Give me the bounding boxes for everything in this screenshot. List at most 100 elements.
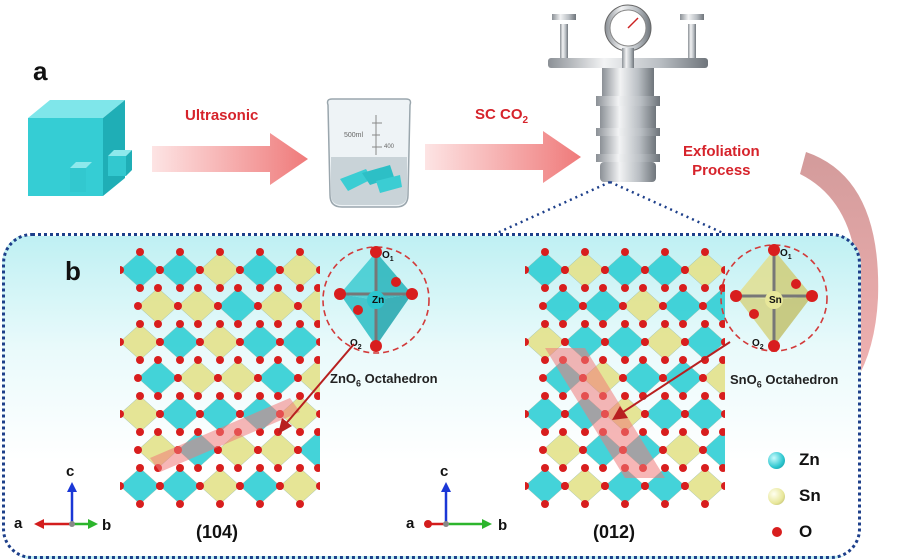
oxygen-atom [525, 482, 529, 490]
oxygen-atom [621, 248, 629, 256]
oxygen-atom [561, 266, 569, 274]
oxygen-atom [136, 500, 144, 508]
oxygen-atom [176, 392, 184, 400]
oxygen-atom [581, 500, 589, 508]
oxygen-atom [296, 248, 304, 256]
oxygen-atom [154, 428, 162, 436]
oxygen-atom [541, 320, 549, 328]
oxygen-atom [721, 482, 725, 490]
sno6-pointer-arrow [612, 341, 731, 420]
sno6-octahedron-inset: Sn O1 O2 [720, 244, 828, 352]
legend-item-sn: Sn [768, 478, 821, 514]
plane-104-label: (104) [196, 522, 239, 542]
reactor-vessel-icon [548, 4, 708, 182]
oxygen-atom [256, 284, 264, 292]
oxygen-atom [316, 410, 320, 418]
oxygen-atom [661, 284, 669, 292]
oxygen-atom [234, 392, 242, 400]
oxygen-atom [579, 446, 587, 454]
exfoliation-label: Exfoliation Process [683, 142, 760, 180]
oxygen-atom [661, 464, 669, 472]
oxygen-atom [216, 320, 224, 328]
oxygen-atom [639, 320, 647, 328]
oxygen-atom [701, 500, 709, 508]
oxygen-atom [156, 338, 164, 346]
sn-sphere-icon [768, 487, 785, 505]
legend-item-zn: Zn [768, 442, 821, 478]
oxygen-atom [294, 446, 302, 454]
oxygen-atom [641, 410, 649, 418]
oxygen-atom [701, 320, 709, 328]
oxygen-atom [254, 446, 262, 454]
sn-o2-label: O2 [752, 338, 764, 351]
zno6-pointer-arrow [278, 343, 355, 434]
ultrasonic-label: Ultrasonic [185, 107, 259, 124]
octahedron-tile [217, 287, 259, 325]
axis-c-label-2: c [440, 463, 448, 480]
oxygen-atom [316, 338, 320, 346]
oxygen-atom [539, 374, 547, 382]
o-sphere-icon [772, 527, 782, 537]
octahedron-tile [662, 287, 704, 325]
oxygen-atom [274, 392, 282, 400]
exfoliation-plane [545, 348, 665, 478]
oxygen-atom [236, 338, 244, 346]
oxygen-atom [120, 338, 124, 346]
oxygen-atom [274, 464, 282, 472]
axis-c-label: c [66, 463, 74, 480]
zn-center-label: Zn [372, 295, 384, 306]
ultrasonic-arrow [152, 133, 308, 185]
oxygen-atom [541, 248, 549, 256]
sc-co2-arrow [425, 131, 581, 183]
oxygen-atom [699, 446, 707, 454]
oxygen-atom [196, 266, 204, 274]
oxygen-atom [296, 392, 304, 400]
sno6-caption-text: SnO [730, 372, 757, 387]
oxygen-atom [721, 338, 725, 346]
oxygen-atom [216, 356, 224, 364]
oxygen-atom [659, 374, 667, 382]
oxygen-atom [661, 356, 669, 364]
plane-012-label: (012) [593, 522, 636, 542]
oxygen-atom [525, 338, 529, 346]
oxygen-atom [661, 320, 669, 328]
oxygen-atom [679, 464, 687, 472]
panel-b-label: b [65, 256, 81, 286]
octahedron-tile [257, 287, 299, 325]
octahedron-tile [564, 251, 606, 289]
axis-a-label: a [14, 515, 23, 532]
oxygen-atom [621, 392, 629, 400]
oxygen-atom [699, 302, 707, 310]
oxygen-atom [599, 284, 607, 292]
oxygen-atom [621, 284, 629, 292]
oxygen-atom [156, 410, 164, 418]
oxygen-atom [619, 302, 627, 310]
oxygen-atom [681, 266, 689, 274]
oxygen-atom [154, 392, 162, 400]
oxygen-atom [541, 356, 549, 364]
oxygen-atom [539, 446, 547, 454]
sno6-caption-sub: 6 [756, 379, 762, 390]
oxygen-atom [136, 464, 144, 472]
oxygen-atom [601, 482, 609, 490]
oxygen-atom [216, 500, 224, 508]
oxygen-atom [120, 482, 124, 490]
axis-b-label: b [102, 517, 111, 534]
legend-item-o: O [768, 514, 821, 550]
oxygen-atom [559, 392, 567, 400]
octahedron-tile [525, 251, 566, 289]
oxygen-atom [701, 464, 709, 472]
octahedron-tile [542, 431, 584, 469]
oxygen-atom [701, 392, 709, 400]
sno6-caption-post: Octahedron [761, 372, 839, 387]
oxygen-atom [561, 338, 569, 346]
oxygen-atom [176, 284, 184, 292]
oxygen-atom [681, 338, 689, 346]
oxygen-atom [134, 302, 142, 310]
octahedron-tile [542, 287, 584, 325]
oxygen-atom [541, 464, 549, 472]
octahedron-tile [120, 251, 161, 289]
oxygen-atom [236, 410, 244, 418]
oxygen-atom [176, 500, 184, 508]
oxygen-atom [214, 302, 222, 310]
